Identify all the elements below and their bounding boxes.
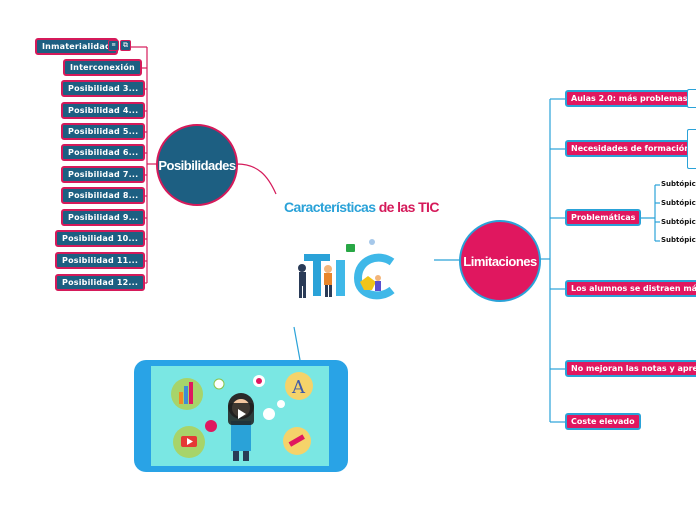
posibilidad-item[interactable]: Posibilidad 5... bbox=[61, 123, 146, 140]
limitacion-item[interactable]: Aulas 2.0: más problemas bbox=[565, 90, 694, 107]
topic-limitaciones[interactable]: Limitaciones bbox=[459, 220, 541, 302]
posibilidad-item[interactable]: Posibilidad 9... bbox=[61, 209, 146, 226]
posibilidad-item[interactable]: Posibilidad 7... bbox=[61, 166, 146, 183]
notes-icon[interactable]: ≡ bbox=[108, 40, 119, 51]
limitacion-item[interactable]: Coste elevado bbox=[565, 413, 641, 430]
child-node-stub[interactable] bbox=[687, 129, 696, 169]
central-title-part1: Características bbox=[284, 199, 376, 215]
posibilidad-item[interactable]: Posibilidad 12... bbox=[55, 274, 146, 291]
limitacion-item[interactable]: Necesidades de formación bbox=[565, 140, 696, 157]
limitacion-item[interactable]: Problemáticas bbox=[565, 209, 642, 226]
subtopic[interactable]: Subtópico bbox=[661, 218, 696, 226]
play-button[interactable] bbox=[228, 403, 254, 425]
posibilidad-item[interactable]: Posibilidad 4... bbox=[61, 102, 146, 119]
posibilidad-item[interactable]: Interconexión bbox=[63, 59, 142, 76]
posibilidad-item[interactable]: Posibilidad 6... bbox=[61, 144, 146, 161]
posibilidad-item[interactable]: Posibilidad 3... bbox=[61, 80, 146, 97]
video-thumbnail[interactable]: A bbox=[134, 360, 348, 472]
limitacion-item[interactable]: Los alumnos se distraen más bbox=[565, 280, 696, 297]
video-illustration: A bbox=[171, 372, 313, 461]
play-icon bbox=[238, 409, 246, 419]
limitacion-item[interactable]: No mejoran las notas y aprende bbox=[565, 360, 696, 377]
child-node-stub[interactable] bbox=[687, 89, 696, 108]
subtopic[interactable]: Subtópico bbox=[661, 236, 696, 244]
svg-text:A: A bbox=[291, 377, 306, 398]
topic-limitaciones-label: Limitaciones bbox=[463, 253, 537, 269]
posibilidad-item[interactable]: Posibilidad 11... bbox=[55, 252, 146, 269]
posibilidad-item[interactable]: Inmaterialidad bbox=[35, 38, 118, 55]
tic-logo-illustration bbox=[298, 239, 395, 300]
central-title-part2: de las TIC bbox=[378, 199, 440, 215]
subtopic[interactable]: Subtópico bbox=[661, 180, 696, 188]
posibilidad-item[interactable]: Posibilidad 8... bbox=[61, 187, 146, 204]
link-icon[interactable]: ⧉ bbox=[120, 40, 131, 51]
subtopic[interactable]: Subtópico bbox=[661, 199, 696, 207]
posibilidad-item[interactable]: Posibilidad 10... bbox=[55, 230, 146, 247]
topic-posibilidades[interactable]: Posibilidades bbox=[156, 124, 238, 206]
central-title[interactable]: Características de las TIC bbox=[284, 199, 439, 215]
topic-posibilidades-label: Posibilidades bbox=[158, 157, 236, 173]
